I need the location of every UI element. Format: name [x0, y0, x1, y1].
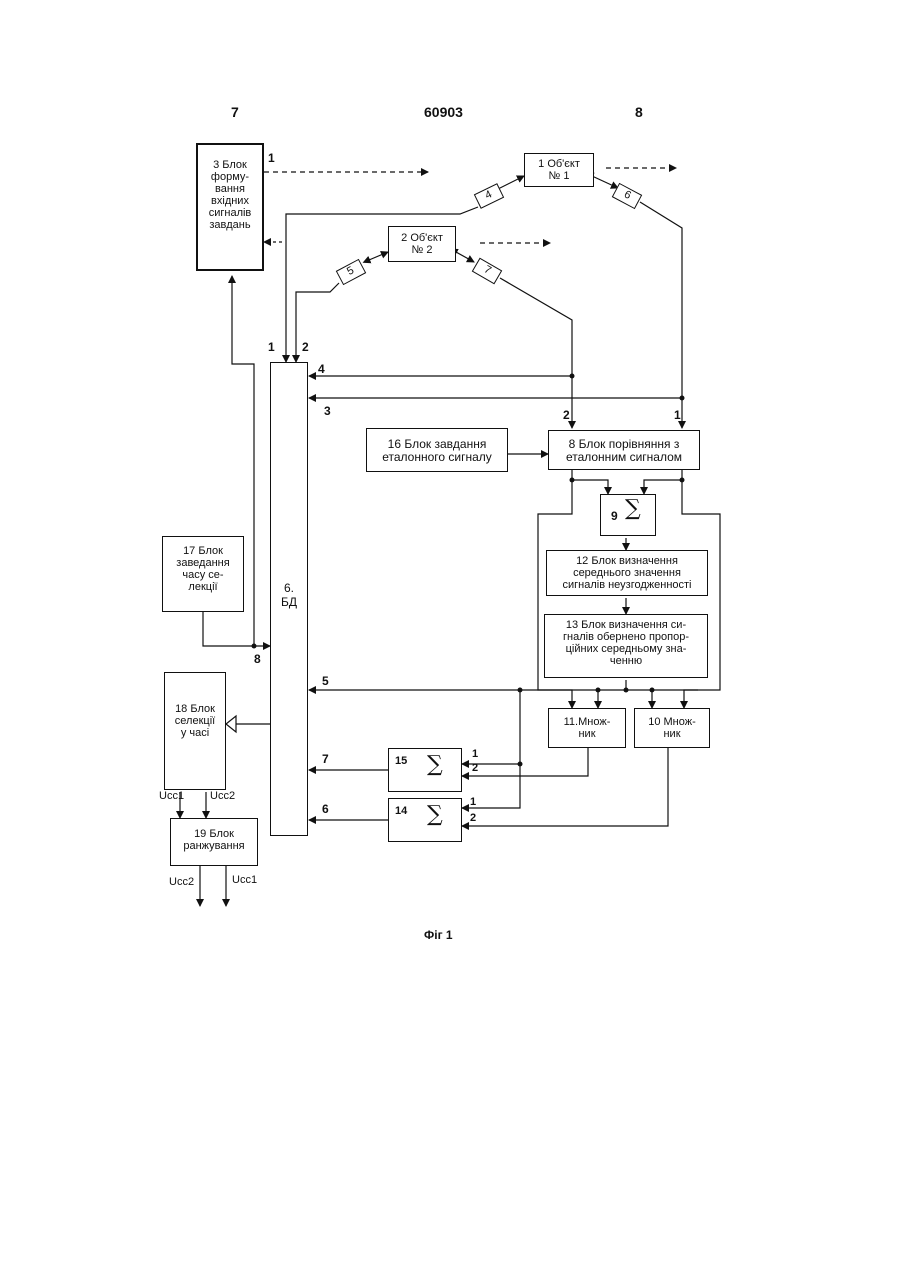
- label-ucc1-out: Ucc1: [232, 874, 257, 886]
- label-bd-input-7: 7: [322, 752, 329, 766]
- block-1-object-1: 1 Об'єкт № 1: [524, 153, 594, 187]
- label-bd-input-6: 6: [322, 802, 329, 816]
- label-bd-input-8: 8: [254, 652, 261, 666]
- label-b8-input-2: 2: [563, 408, 570, 422]
- block-16-reference-signal: 16 Блок завдання еталонного сигналу: [366, 428, 508, 472]
- block-11-multiplier: 11.Множ- ник: [548, 708, 626, 748]
- sigma-icon: ∑: [625, 503, 641, 515]
- block-15-number: 15: [395, 755, 407, 767]
- block-3-task-signals: 3 Блок форму- вання вхідних сигналів зав…: [196, 143, 264, 271]
- label-bd-input-3: 3: [324, 404, 331, 418]
- block-13-inverse-proportional: 13 Блок визначення си- гналів обернено п…: [544, 614, 708, 678]
- block-2-object-2: 2 Об'єкт № 2: [388, 226, 456, 262]
- block-10-multiplier: 10 Множ- ник: [634, 708, 710, 748]
- sigma-icon: ∑: [427, 809, 443, 821]
- label-ucc1-in: Ucc1: [159, 790, 184, 802]
- block-18-time-selection: 18 Блок селекції у часі: [164, 672, 226, 790]
- block-6-database: 6. БД: [270, 362, 308, 836]
- label-bd-input-1: 1: [268, 340, 275, 354]
- figure-caption: Фіг 1: [424, 928, 453, 942]
- block-14-summator: 14 ∑: [388, 798, 462, 842]
- label-bd-input-2: 2: [302, 340, 309, 354]
- label-b8-input-1: 1: [674, 408, 681, 422]
- label-ucc2-in: Ucc2: [210, 790, 235, 802]
- block-14-number: 14: [395, 805, 407, 817]
- label-bd-input-4: 4: [318, 362, 325, 376]
- label-15-input-1: 1: [472, 748, 478, 760]
- block-17-selection-time: 17 Блок заведання часу се- лекції: [162, 536, 244, 612]
- block-19-ranking: 19 Блок ранжування: [170, 818, 258, 866]
- block-15-summator: 15 ∑: [388, 748, 462, 792]
- label-bd-input-5: 5: [322, 674, 329, 688]
- block-12-mean-value: 12 Блок визначення середнього значення с…: [546, 550, 708, 596]
- block-9-number: 9: [611, 510, 618, 522]
- sigma-icon: ∑: [427, 759, 443, 771]
- block-8-comparison: 8 Блок порівняння з еталонним сигналом: [548, 430, 700, 470]
- label-15-input-2: 2: [472, 762, 478, 774]
- label-14-input-1: 1: [470, 796, 476, 808]
- label-14-input-2: 2: [470, 812, 476, 824]
- block-9-summator: 9 ∑: [600, 494, 656, 536]
- label-output-1: 1: [268, 151, 275, 165]
- label-ucc2-out: Ucc2: [169, 876, 194, 888]
